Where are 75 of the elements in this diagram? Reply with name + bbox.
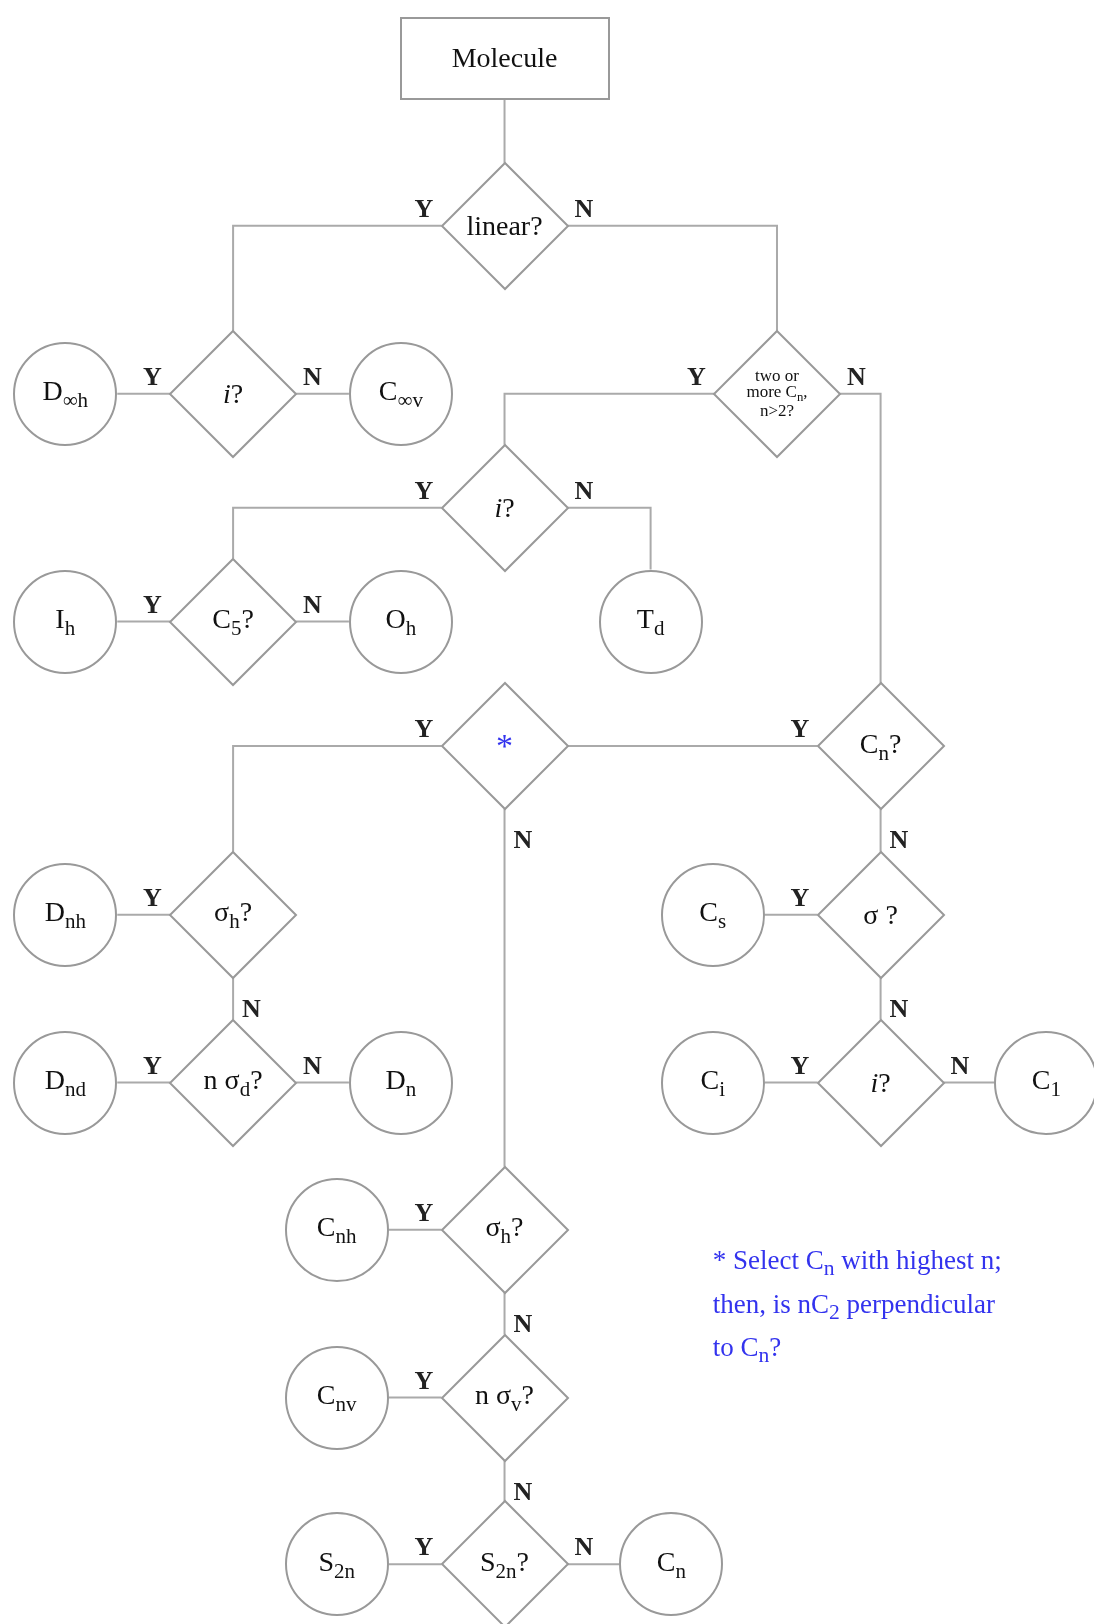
node-label: C$_{nv}$ bbox=[316, 1380, 357, 1415]
connector-line bbox=[232, 506, 443, 560]
connector-line bbox=[503, 807, 506, 1168]
connector-line bbox=[295, 392, 350, 395]
connector-line bbox=[566, 744, 819, 747]
node-label: C$_{s}$ bbox=[699, 897, 727, 933]
connector-line bbox=[942, 1081, 996, 1084]
connector-line bbox=[839, 392, 882, 684]
decision-diamond bbox=[817, 682, 944, 809]
connector-line bbox=[232, 224, 443, 332]
connector-line bbox=[566, 506, 652, 571]
node-label: C$_{∞v}$ bbox=[378, 376, 423, 411]
footnote: * Select C$_{n}$ with highest n; then, is nC$_{2}$ perpendicular to C$_{n}$? bbox=[712, 1244, 1003, 1370]
connector-line bbox=[503, 1459, 506, 1503]
node-label: T$_{d}$ bbox=[636, 604, 665, 639]
decision-diamond bbox=[170, 330, 297, 457]
node-label: C$_{i}$ bbox=[700, 1065, 725, 1100]
decision-diamond bbox=[170, 851, 297, 978]
node-label: S$_{2n}$ bbox=[318, 1547, 355, 1582]
connector-line bbox=[232, 744, 443, 853]
node-label: σ$_{h}$? bbox=[485, 1212, 524, 1247]
node-label: C$_{n}$ bbox=[656, 1547, 686, 1582]
node-label: S$_{2n}$? bbox=[480, 1547, 529, 1582]
connector-line bbox=[116, 620, 172, 623]
node-label: C$_{5}$? bbox=[212, 604, 254, 639]
decision-diamond bbox=[714, 330, 840, 457]
connector-line bbox=[116, 1081, 172, 1084]
node-label: * bbox=[496, 728, 513, 764]
node-label: D$_{nd}$ bbox=[44, 1065, 86, 1100]
node-label: i? bbox=[494, 492, 515, 523]
node-label: two or more C$_{n}$, n>2? bbox=[745, 367, 809, 420]
node-label: C$_{1}$ bbox=[1031, 1065, 1061, 1100]
connector-line bbox=[387, 1228, 443, 1231]
node-label: D$_{nh}$ bbox=[44, 897, 86, 933]
node-label: n σ$_{v}$? bbox=[475, 1380, 535, 1415]
connector-line bbox=[387, 1396, 443, 1399]
node-label: D$_{∞h}$ bbox=[42, 376, 89, 411]
connector-line bbox=[232, 976, 235, 1021]
connector-line bbox=[503, 392, 715, 446]
decision-diamond bbox=[441, 1501, 568, 1624]
connector-line bbox=[116, 913, 172, 916]
decision-diamond bbox=[441, 1166, 568, 1293]
decision-diamond bbox=[817, 1019, 944, 1146]
node-label: linear? bbox=[466, 211, 543, 241]
node-label: C$_{nh}$ bbox=[316, 1212, 357, 1247]
connector-line bbox=[295, 620, 350, 623]
connector-line bbox=[116, 392, 172, 395]
decision-diamond bbox=[441, 682, 568, 809]
node-label: i? bbox=[870, 1067, 891, 1098]
connector-line bbox=[503, 98, 506, 164]
node-label: Molecule bbox=[451, 43, 558, 73]
connector-line bbox=[879, 807, 882, 853]
node-label: I$_{h}$ bbox=[55, 604, 76, 639]
decision-diamond bbox=[170, 558, 297, 685]
node-label: n σ$_{d}$? bbox=[203, 1065, 263, 1100]
decision-diamond bbox=[441, 162, 568, 289]
decision-diamond bbox=[817, 851, 944, 978]
decision-diamond bbox=[441, 1334, 568, 1461]
connector-line bbox=[503, 1291, 506, 1336]
node-label: C$_{n}$? bbox=[859, 728, 902, 764]
connector-line bbox=[566, 1563, 621, 1566]
decision-diamond bbox=[170, 1019, 297, 1146]
connector-line bbox=[763, 1081, 819, 1084]
process-box bbox=[399, 16, 610, 100]
node-label: i? bbox=[223, 378, 244, 409]
node-label: σ ? bbox=[863, 900, 898, 930]
connector-line bbox=[566, 224, 778, 332]
decision-diamond bbox=[441, 444, 568, 571]
node-label: D$_{n}$ bbox=[385, 1065, 417, 1100]
connector-line bbox=[879, 976, 882, 1021]
node-label: σ$_{h}$? bbox=[214, 897, 253, 933]
node-label: O$_{h}$ bbox=[385, 604, 417, 639]
connector-line bbox=[763, 913, 819, 916]
connector-line bbox=[387, 1563, 443, 1566]
connector-line bbox=[295, 1081, 350, 1084]
